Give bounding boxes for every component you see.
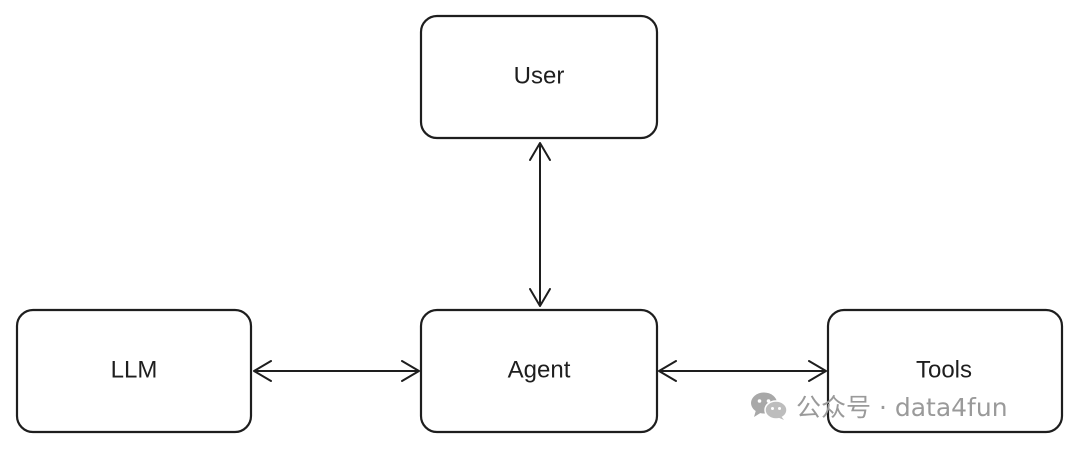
arrowhead-right-icon xyxy=(401,360,420,382)
node-agent-label: Agent xyxy=(508,356,571,383)
watermark-text: 公众号 · data4fun xyxy=(796,393,1008,422)
arrowhead-up-icon xyxy=(529,142,551,161)
arrowhead-right-icon xyxy=(808,360,827,382)
edge-agent-tools xyxy=(658,360,827,382)
edge-llm-agent xyxy=(253,360,420,382)
node-user-label: User xyxy=(514,62,565,89)
arrowhead-down-icon xyxy=(529,288,551,307)
node-llm-label: LLM xyxy=(111,356,158,383)
wechat-icon xyxy=(751,392,788,420)
watermark: 公众号 · data4fun xyxy=(750,388,1008,424)
edge-user-agent xyxy=(529,142,551,307)
node-tools-label: Tools xyxy=(916,356,972,383)
node-agent: Agent xyxy=(419,308,659,434)
arrowhead-left-icon xyxy=(658,360,677,382)
node-llm: LLM xyxy=(15,308,253,434)
arrowhead-left-icon xyxy=(253,360,272,382)
node-tools: Tools xyxy=(826,308,1064,434)
node-user: User xyxy=(419,14,659,140)
